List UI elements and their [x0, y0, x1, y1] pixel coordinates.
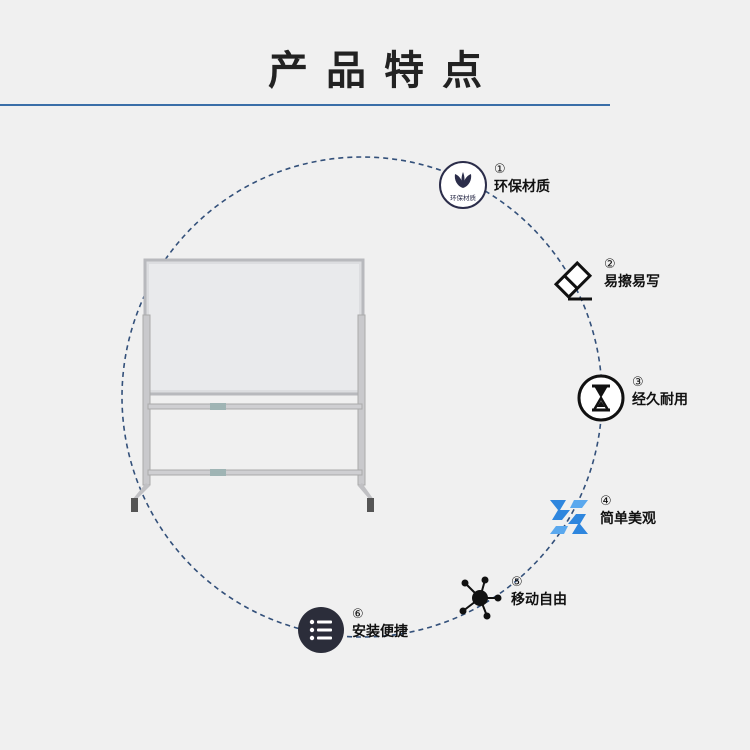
feature-item-6: ⑥ 安装便捷	[296, 605, 408, 655]
badge-text: 环保材质	[450, 193, 477, 202]
page-title: 产品特点	[268, 48, 500, 94]
eraser-icon	[548, 255, 598, 305]
leaf-badge-icon: 环保材质	[438, 160, 488, 210]
feature-number: ③	[632, 375, 644, 390]
feature-number: ⑤	[511, 575, 523, 590]
list-menu-icon	[296, 605, 346, 655]
title-underline	[0, 104, 610, 106]
hourglass-icon	[576, 373, 626, 423]
feature-number: ④	[600, 494, 612, 509]
whiteboard-illustration	[131, 258, 374, 512]
feature-item-1: 环保材质 ① 环保材质	[438, 160, 550, 210]
feature-label: 安装便捷	[352, 624, 408, 640]
feature-number: ⑥	[352, 607, 364, 622]
feature-label: 移动自由	[511, 592, 567, 608]
feature-label: 经久耐用	[632, 392, 688, 408]
network-nodes-icon	[455, 573, 505, 623]
feature-item-5: ⑤ 移动自由	[455, 573, 567, 623]
feature-item-4: ④ 简单美观	[544, 492, 656, 542]
feature-number: ②	[604, 257, 616, 272]
feature-number: ①	[494, 162, 506, 177]
feature-label: 易擦易写	[604, 274, 660, 290]
feature-item-3: ③ 经久耐用	[576, 373, 688, 423]
feature-label: 简单美观	[600, 511, 656, 527]
feature-item-2: ② 易擦易写	[548, 255, 660, 305]
puzzle-logo-icon	[544, 492, 594, 542]
feature-label: 环保材质	[494, 179, 550, 195]
